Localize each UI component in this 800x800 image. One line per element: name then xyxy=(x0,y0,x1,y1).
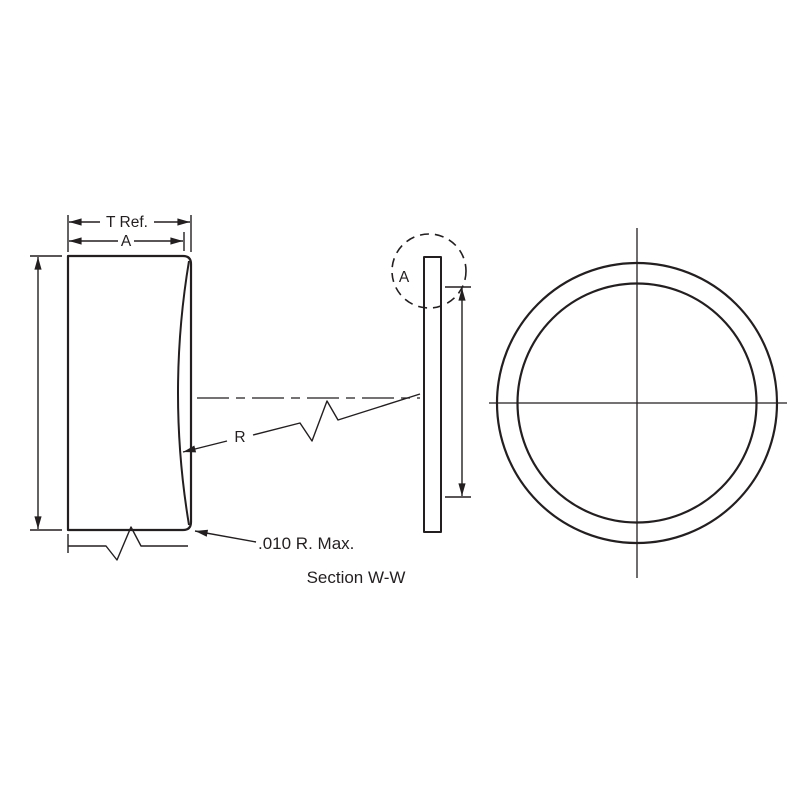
dim-t-label: T Ref. xyxy=(106,214,148,231)
bottom-break-line xyxy=(68,526,188,561)
section-caption: Section W-W xyxy=(307,568,406,587)
radius-leader-right xyxy=(252,393,421,442)
section-view: T Ref. A R .010 R. Max. Section W-W xyxy=(30,214,421,587)
radius-leader-arrow xyxy=(182,440,228,453)
part-outline xyxy=(66,254,193,532)
edge-view: A xyxy=(391,233,471,533)
corner-note: .010 R. Max. xyxy=(258,534,354,553)
front-view xyxy=(489,228,787,578)
dim-a-label: A xyxy=(121,233,132,250)
corner-note-leader xyxy=(194,529,257,543)
radius-label: R xyxy=(234,429,245,446)
detail-circle xyxy=(391,233,467,309)
detail-a-label: A xyxy=(399,269,410,286)
edge-outline xyxy=(423,256,442,533)
concave-surface xyxy=(177,260,190,526)
